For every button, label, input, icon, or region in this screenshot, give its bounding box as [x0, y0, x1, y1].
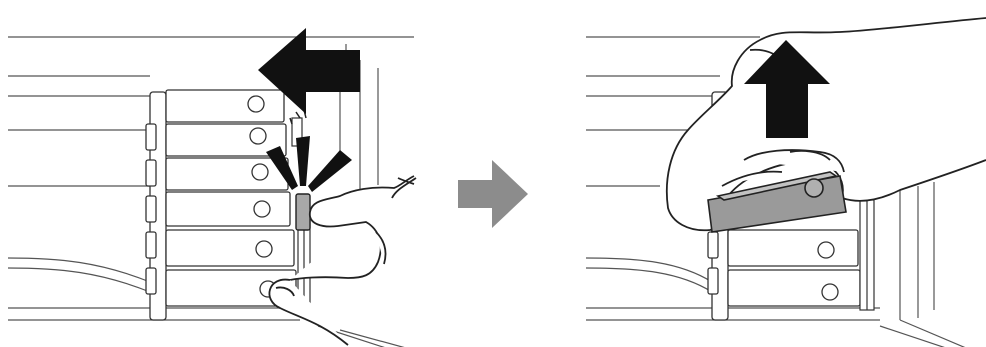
- cartridge-window-icon: [805, 179, 823, 197]
- cartridge-window-icon: [256, 241, 272, 257]
- ink-cartridge: [166, 230, 294, 266]
- ink-cartridge: [728, 270, 860, 306]
- cartridge-window-icon: [250, 128, 266, 144]
- cartridge-window-icon: [818, 242, 834, 258]
- cartridge-window-icon: [252, 164, 268, 180]
- left-panel-step-1: [8, 28, 416, 347]
- ink-cartridge: [166, 90, 284, 122]
- ink-cartridge: [166, 158, 288, 190]
- cartridge-window-icon: [822, 284, 838, 300]
- cartridge-release-tab: [296, 194, 310, 230]
- right-panel-step-2: [586, 18, 986, 347]
- ink-cartridge-stack: [166, 90, 296, 306]
- latch-column: [860, 200, 874, 310]
- cartridge-window-icon: [248, 96, 264, 112]
- cartridge-holder-frame: [146, 92, 166, 320]
- ink-cartridge-stack: [728, 230, 860, 306]
- cartridge-window-icon: [254, 201, 270, 217]
- ink-cartridge: [728, 230, 858, 266]
- right-arrow-icon: [458, 160, 528, 228]
- ink-cartridge: [166, 192, 290, 226]
